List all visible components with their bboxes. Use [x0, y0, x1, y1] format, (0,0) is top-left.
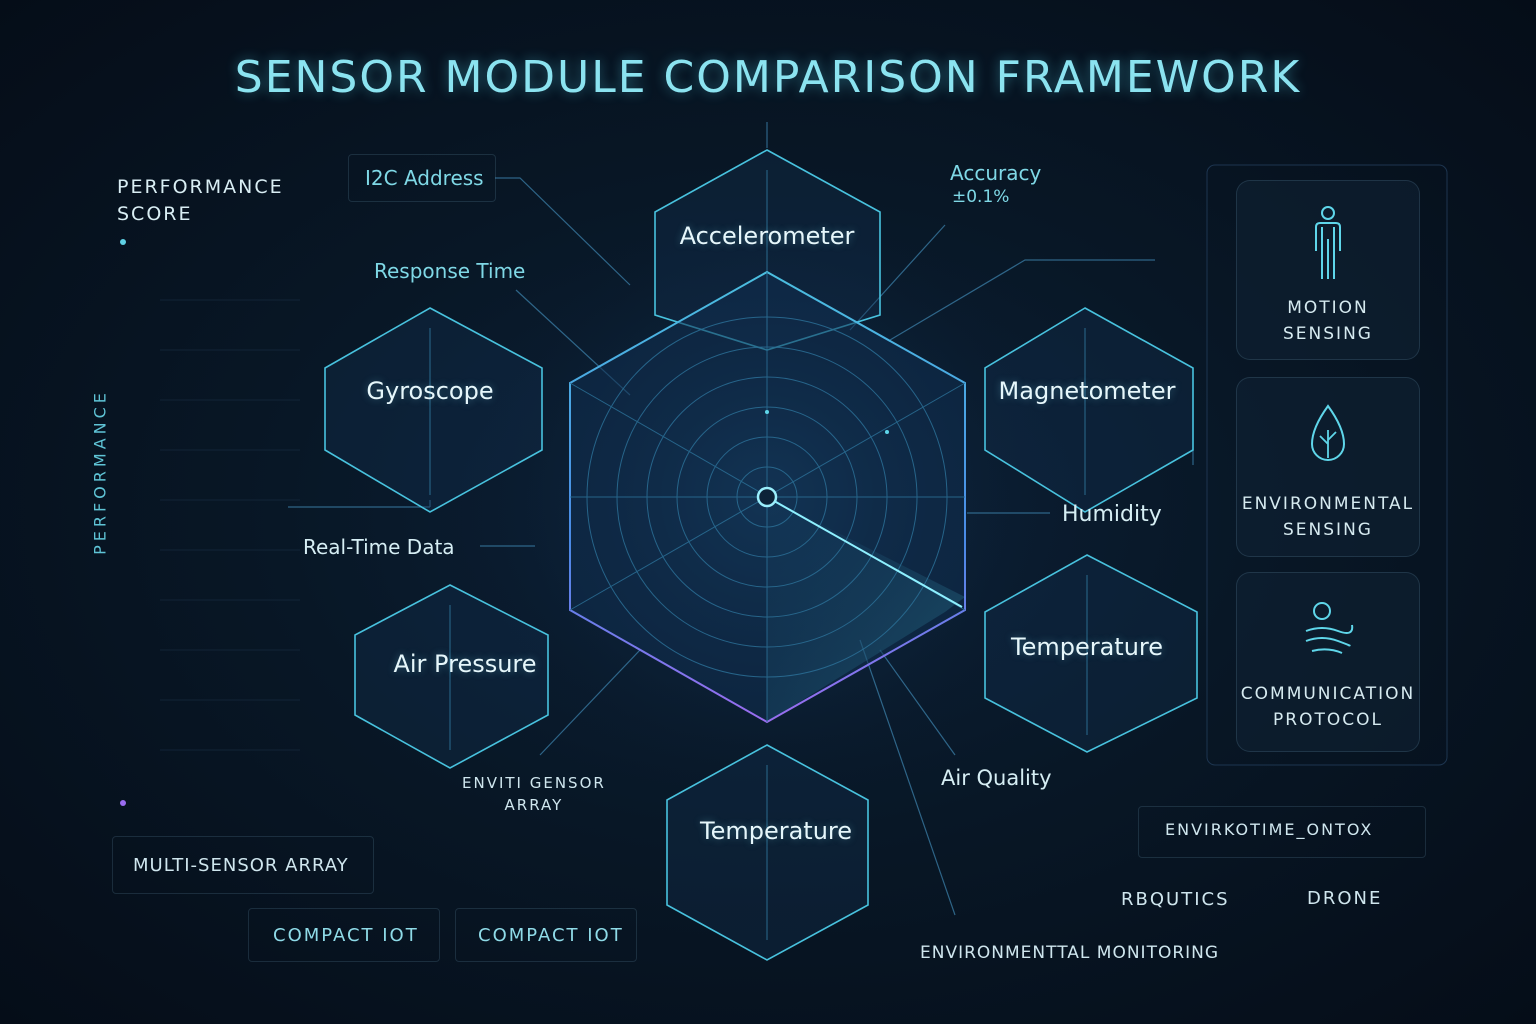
page-title: SENSOR MODULE COMPARISON FRAMEWORK — [234, 52, 1302, 103]
air-quality-label: Air Quality — [941, 766, 1052, 790]
person-icon — [1315, 206, 1341, 279]
hexagon-temperature-right — [984, 554, 1198, 753]
central-radar-hexagon — [569, 270, 966, 724]
hexagon-temperature-bottom — [666, 744, 869, 961]
performance-score-label: PERFORMANCE SCORE — [117, 176, 284, 225]
hexagon-magnetometer — [984, 307, 1194, 513]
hex-label-gyroscope: Gyroscope — [366, 377, 494, 405]
response-time-label: Response Time — [374, 259, 526, 283]
compact-iot-box-2 — [455, 908, 637, 962]
hexagon-gyroscope — [324, 307, 543, 513]
accuracy-label: Accuracy — [950, 161, 1042, 185]
env-monitoring-label: ENVIRONMENTTAL MONITORING — [920, 943, 1220, 963]
env-sensor-array-label: ENVITI GENSOR ARRAY — [462, 774, 606, 814]
real-time-data-label: Real-Time Data — [303, 535, 455, 559]
drone-label: DRONE — [1307, 888, 1383, 909]
hex-label-accelerometer: Accelerometer — [679, 222, 855, 250]
performance-axis — [120, 239, 154, 806]
i2c-address-label: I2C Address — [365, 166, 484, 190]
accuracy-value: ±0.1% — [952, 187, 1010, 207]
compact-iot-label-2: COMPACT IOT — [478, 925, 624, 946]
compact-iot-box-1 — [248, 908, 440, 962]
leaf-drop-icon — [1310, 404, 1346, 461]
category-label-motion: MOTION SENSING — [1283, 298, 1373, 344]
hex-label-temperature-bottom: Temperature — [699, 817, 853, 845]
category-frame — [1206, 164, 1448, 766]
robotics-label: RBQUTICS — [1121, 889, 1230, 910]
background-grid — [160, 299, 300, 751]
hex-label-temperature-right: Temperature — [1010, 633, 1164, 661]
envir-onto-label: ENVIRKOTIME_ONTOX — [1165, 820, 1374, 839]
category-panel-environmental: ENVIRONMENTAL SENSING — [1236, 377, 1420, 557]
signal-wave-icon — [1305, 602, 1354, 654]
category-panel-communication: COMMUNICATION PROTOCOL — [1236, 572, 1420, 752]
multi-sensor-label: MULTI-SENSOR ARRAY — [133, 855, 349, 876]
i2c-address-box — [348, 154, 496, 202]
performance-vertical-label: PERFORMANCE — [90, 389, 110, 555]
category-label-environmental: ENVIRONMENTAL SENSING — [1241, 494, 1415, 540]
category-panel-motion: MOTION SENSING — [1236, 180, 1420, 360]
humidity-label: Humidity — [1062, 502, 1162, 527]
hexagon-air-pressure — [354, 584, 549, 769]
hex-label-air-pressure: Air Pressure — [393, 650, 537, 678]
multi-sensor-box — [112, 836, 374, 894]
envir-onto-box — [1138, 806, 1426, 858]
compact-iot-label-1: COMPACT IOT — [273, 925, 419, 946]
hex-label-magnetometer: Magnetometer — [998, 377, 1176, 405]
category-label-communication: COMMUNICATION PROTOCOL — [1240, 684, 1416, 730]
